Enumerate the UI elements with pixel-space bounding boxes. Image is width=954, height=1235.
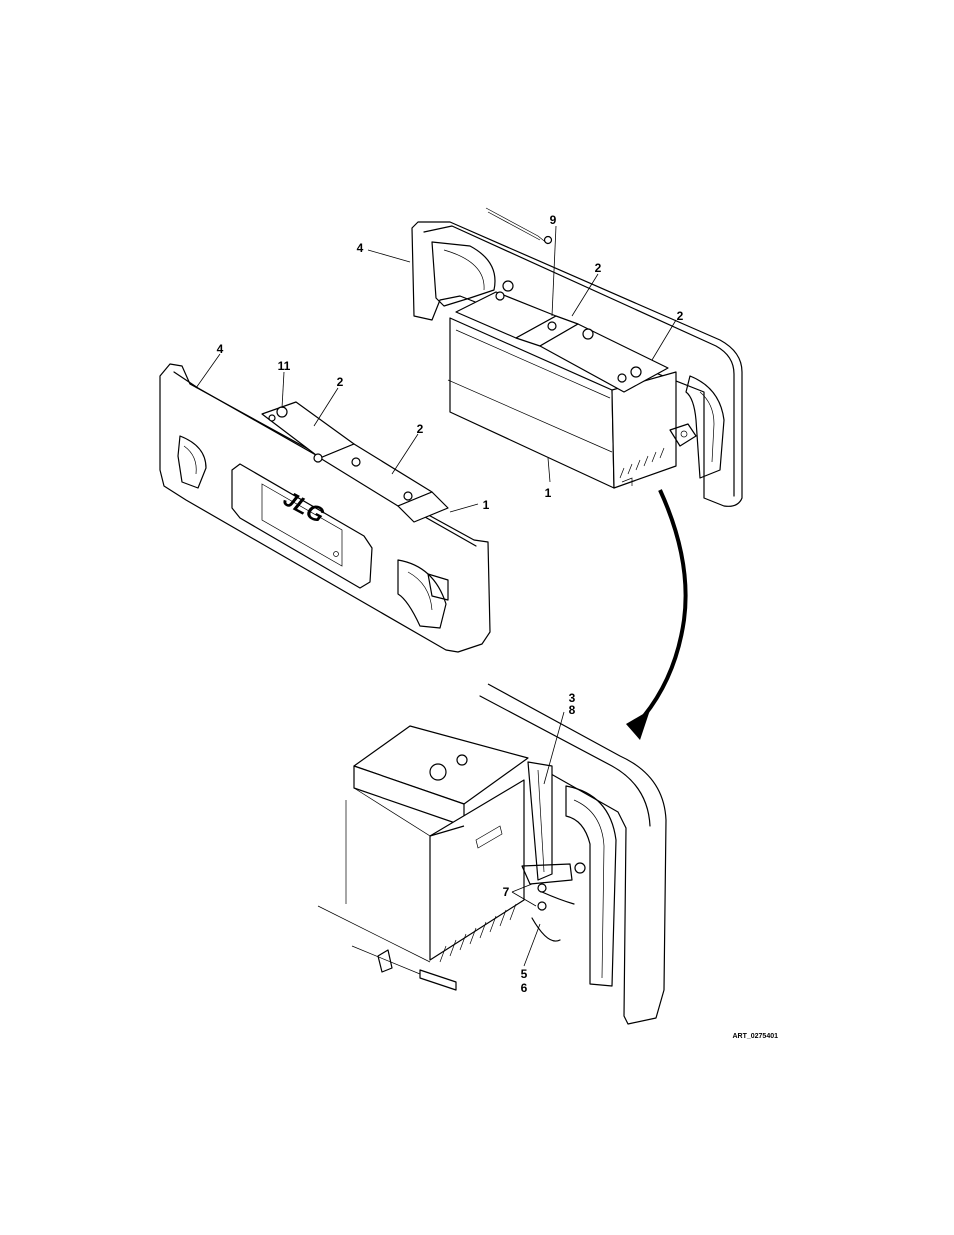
callout-4-front: 4 bbox=[217, 342, 224, 356]
callout-2-front-upper: 2 bbox=[337, 375, 344, 389]
detail-view-assembly bbox=[318, 684, 666, 1024]
callout-4-rear: 4 bbox=[357, 241, 364, 255]
rear-view-assembly bbox=[412, 208, 742, 506]
callout-5: 5 bbox=[521, 967, 528, 981]
callout-9: 9 bbox=[550, 213, 557, 227]
art-id: ART_0275401 bbox=[732, 1033, 778, 1040]
detail-arrow bbox=[644, 490, 686, 716]
callout-11: 11 bbox=[278, 359, 291, 373]
front-view-assembly: JLG bbox=[160, 364, 490, 652]
callout-1-front: 1 bbox=[483, 498, 490, 512]
callout-2-rear-lower: 2 bbox=[677, 309, 684, 323]
callout-2-front-lower: 2 bbox=[417, 422, 424, 436]
callout-1-rear: 1 bbox=[545, 486, 552, 500]
detail-arrow-head bbox=[626, 710, 650, 740]
callout-7: 7 bbox=[503, 885, 510, 899]
callout-8: 8 bbox=[569, 703, 576, 717]
callout-6: 6 bbox=[521, 981, 528, 995]
callout-2-rear-upper: 2 bbox=[595, 261, 602, 275]
